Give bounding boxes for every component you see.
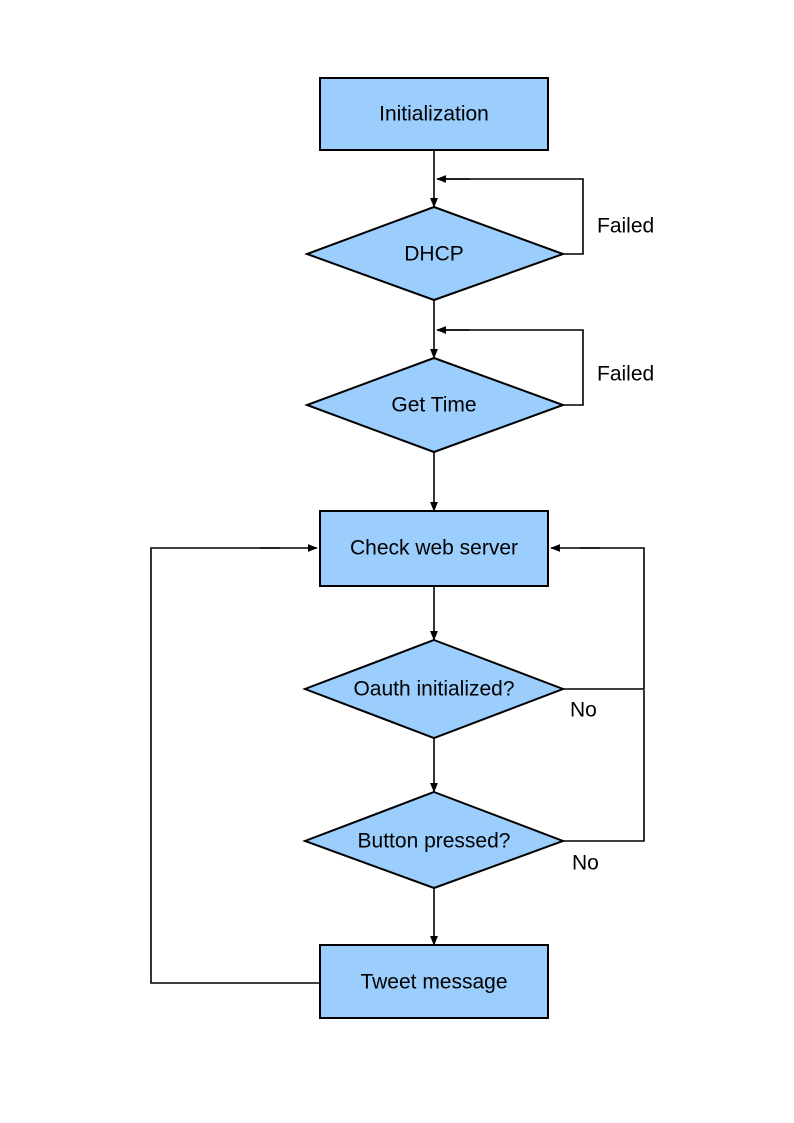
edge-label-dhcp-failed: Failed	[597, 215, 654, 238]
edge-button-no-loop	[563, 690, 645, 842]
node-check-web-server-label: Check web server	[350, 537, 518, 560]
node-get-time-label: Get Time	[391, 394, 476, 417]
edge-label-button-no: No	[572, 852, 599, 875]
node-get-time[interactable]: Get Time	[304, 356, 566, 454]
node-dhcp-shape	[304, 205, 566, 302]
edge-tweet-to-check-web-server-loop	[150, 547, 320, 984]
node-initialization-label: Initialization	[379, 103, 489, 126]
edge-oauth-no-loop	[563, 547, 645, 690]
node-check-web-server[interactable]: Check web server	[319, 510, 549, 587]
node-tweet-message-shape	[319, 944, 549, 1019]
node-oauth-initialized-shape	[302, 638, 566, 740]
edge-dhcp-failed-loop	[440, 178, 584, 255]
edge-label-get-time-failed: Failed	[597, 363, 654, 386]
node-tweet-message[interactable]: Tweet message	[319, 944, 549, 1019]
node-button-pressed[interactable]: Button pressed?	[302, 790, 566, 890]
node-check-web-server-shape	[319, 510, 549, 587]
node-get-time-shape	[304, 356, 566, 454]
edge-label-oauth-no: No	[570, 699, 597, 722]
edge-get-time-failed-loop	[440, 329, 584, 406]
node-button-pressed-shape	[302, 790, 566, 890]
node-oauth-initialized-label: Oauth initialized?	[353, 678, 514, 701]
node-oauth-initialized[interactable]: Oauth initialized?	[302, 638, 566, 740]
node-initialization-shape	[319, 77, 549, 151]
node-dhcp-label: DHCP	[404, 243, 464, 266]
node-dhcp[interactable]: DHCP	[304, 205, 566, 302]
node-initialization[interactable]: Initialization	[319, 77, 549, 151]
node-tweet-message-label: Tweet message	[360, 971, 507, 994]
node-button-pressed-label: Button pressed?	[358, 830, 511, 853]
